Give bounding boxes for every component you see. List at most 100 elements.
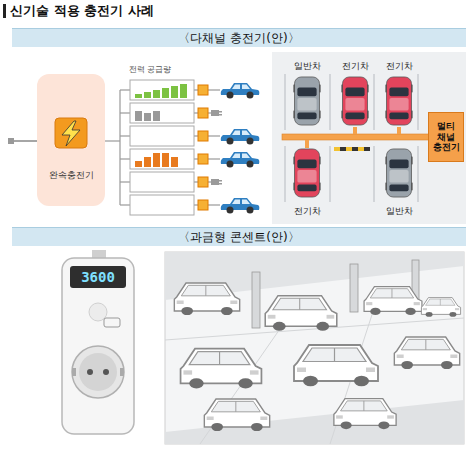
car-label: 일반차	[386, 206, 413, 216]
power-wires	[105, 90, 220, 205]
power-bars	[135, 94, 142, 98]
slow-charger-panel	[12, 140, 37, 142]
parking-lot	[364, 147, 370, 151]
multi-charger-box: 멀티 채널 충전기	[428, 112, 464, 162]
slow-charger-panel	[55, 118, 87, 148]
parking-lot	[417, 74, 419, 130]
power-wires	[120, 204, 130, 205]
plug	[211, 179, 219, 185]
parking-lot	[305, 140, 309, 148]
power-bars	[144, 113, 151, 121]
power-wires	[120, 158, 130, 159]
parking-lot	[373, 146, 375, 202]
slow-charger-panel	[8, 138, 14, 144]
charging-outlet-device	[62, 250, 134, 434]
parking-garage	[181, 349, 262, 389]
ev-car	[221, 83, 260, 99]
charge-port	[198, 177, 208, 187]
power-bars	[153, 90, 160, 98]
power-wires	[208, 204, 220, 205]
power-bars	[171, 86, 178, 98]
parking-lot	[284, 74, 286, 130]
parking-garage	[165, 400, 464, 444]
power-rows	[130, 126, 194, 146]
title-bar	[3, 4, 6, 18]
parking-garage	[350, 264, 358, 312]
charging-outlet-device	[87, 369, 93, 375]
parking-garage	[421, 298, 460, 317]
slow-charger-panel	[62, 121, 80, 146]
power-rows	[130, 149, 194, 169]
parking-garage	[174, 283, 239, 315]
car-label: 전기차	[342, 61, 369, 71]
charging-outlet-device	[79, 353, 117, 391]
plug	[219, 180, 222, 182]
ev-car	[221, 152, 260, 168]
power-wires	[194, 158, 198, 159]
section-band: 〈다채널 충전기(안)〉	[12, 28, 466, 47]
parking-garage	[364, 287, 422, 315]
parking-garage	[165, 252, 464, 444]
parking-lot	[272, 52, 466, 224]
car-label: 일반차	[294, 61, 321, 71]
power-wires	[120, 89, 130, 90]
node-text: 〈과금형 콘센트(안)〉	[178, 229, 299, 246]
power-wires	[105, 140, 120, 141]
power-bars	[180, 84, 187, 98]
power-bars	[162, 88, 169, 98]
title-bar	[3, 4, 6, 18]
power-wires	[194, 135, 198, 136]
power-bars	[135, 111, 142, 121]
power-bars	[135, 84, 187, 167]
power-wires	[208, 158, 220, 159]
parking-garage	[165, 290, 464, 444]
charge-port	[198, 108, 208, 118]
power-bars	[144, 92, 151, 98]
plug	[219, 114, 222, 116]
parking-garage	[252, 272, 260, 328]
parking-lot	[329, 146, 331, 202]
parking-lot	[417, 146, 419, 202]
charge-port	[198, 200, 208, 210]
plug	[211, 110, 219, 116]
parking-lot	[334, 147, 340, 151]
power-rows	[130, 195, 194, 215]
plug	[219, 183, 222, 185]
parking-lot	[294, 149, 321, 197]
parking-garage	[334, 399, 396, 430]
power-wires	[194, 204, 198, 205]
charge-port	[198, 85, 208, 95]
power-bars	[153, 153, 160, 167]
title: 신기술 적용 충전기 사례	[10, 2, 154, 20]
power-wires	[208, 89, 220, 90]
car-label: 전기차	[294, 206, 321, 216]
power-bars	[162, 153, 169, 167]
display-reading: 3600	[81, 269, 115, 285]
parking-lot	[373, 74, 375, 130]
plug	[219, 111, 222, 113]
charging-outlet-device	[62, 258, 134, 434]
car-label: 전기차	[386, 61, 413, 71]
power-wires	[120, 135, 130, 136]
charge-port	[198, 85, 208, 210]
power-wires	[194, 181, 198, 182]
parking-garage	[294, 345, 378, 386]
parking-lot	[334, 147, 364, 151]
parking-lot	[329, 74, 331, 130]
ev-car	[221, 83, 260, 214]
node-text: 멀티 채널 충전기	[431, 121, 461, 152]
parking-garage	[165, 252, 464, 444]
power-wires	[208, 135, 220, 136]
ev-car	[221, 129, 260, 145]
parking-lot	[386, 77, 413, 125]
node-text: 완속충전기	[49, 169, 94, 182]
parking-lot	[397, 127, 401, 134]
section-band: 〈과금형 콘센트(안)〉	[12, 227, 466, 246]
power-bars	[171, 157, 178, 167]
parking-lot	[340, 147, 346, 151]
power-wires	[194, 89, 198, 90]
charging-outlet-device	[120, 368, 124, 376]
parking-garage	[204, 399, 269, 431]
power-bars	[153, 111, 160, 121]
